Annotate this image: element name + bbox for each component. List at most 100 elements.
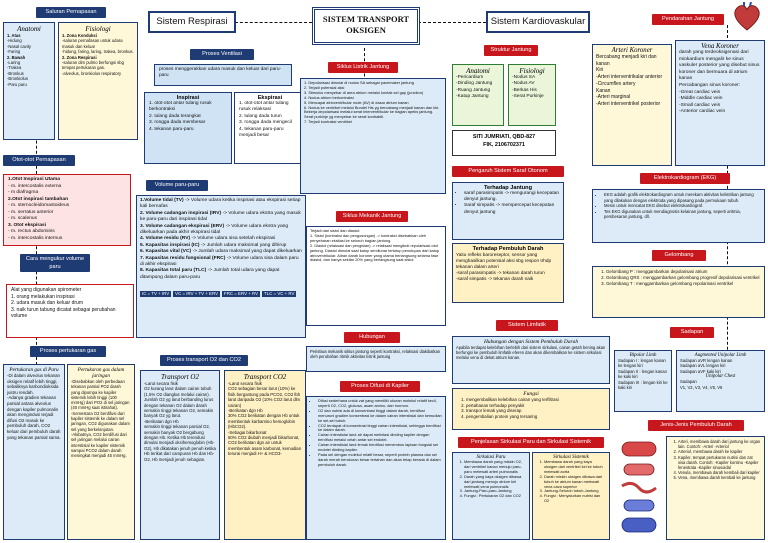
transport-co2-text: -Larut secara fisik CO2 sebagian besar l… <box>228 381 302 457</box>
gelombang-item: Gelombang T : menggambarkan gelombang re… <box>606 281 761 287</box>
heart-icon <box>730 2 764 32</box>
saluran-anatomi-item: -Laring <box>7 60 21 66</box>
pendarahan-header: Pendarahan Jantung <box>652 14 724 25</box>
pembuluh-item: Arteri, membawa darah dari jantung ke or… <box>678 439 761 449</box>
struktur-anatomi-item: -Katup Jantung <box>456 94 489 100</box>
sirkulasi-paru-item: Membawa darah yang miskin O2, dari ventr… <box>464 459 526 475</box>
saluran-fisiologi-title: Fisiologi <box>85 25 111 33</box>
saluran-anatomi-item: -Bronkiolus <box>7 76 28 82</box>
struktur-fisiologi-box: Fisiologi -Nodus SA-Nodus AV-Berkas His-… <box>508 64 556 126</box>
volume-item: 7. Kapasitas residu fungsional (FRC) -> … <box>140 255 299 268</box>
siklus-listrik-item: 7. Terjadi kontraksi ventrikel <box>304 119 352 125</box>
ekg-box: EKG adalah grafik elektrokardiogram untu… <box>592 189 765 243</box>
gelombang-header: Gelombang <box>652 250 706 261</box>
volume-item: 2. Volume cadangan inspirasi (IRV) -> Vo… <box>140 210 301 223</box>
transport-co2-box: Transport CO2 -Larut secara fisik CO2 se… <box>224 370 306 540</box>
sadapan-bipolar-text: Sadapan I : lengan kanan ke lengan kiri … <box>618 358 668 391</box>
sirkulasi-sistemik-list: Membawa darah yang kaya oksigen dari ven… <box>536 459 606 504</box>
volume-item: 8. Kapasitas total paru (TLC) -> Jumlah … <box>140 268 280 280</box>
saluran-fisiologi-item: -saluran dim pulmo berfungsi sbg tempat … <box>62 60 124 71</box>
ventilasi-header: Proses Ventilasi <box>190 49 254 60</box>
sadapan-augmented-title: Augmented Unipolar Limb <box>694 353 747 358</box>
saraf-jantung-list: saraf parasimpatis -> mengurangi kecepat… <box>456 191 560 216</box>
otot-header: Otot-otot Pernapasan <box>3 155 75 166</box>
otot-item: - m. scalenus <box>8 216 38 221</box>
siklus-listrik-item: 6. Nodus ke ventrikel melalui Bundel His… <box>304 104 440 120</box>
struktur-anatomi-item: -Ruang Jantung <box>456 87 491 93</box>
pertukaran-paru-text: -Di dalam alveolus tekanan oksigen relat… <box>7 373 61 440</box>
difusi-list: Difusi sederhana untuk zat yang memiliki… <box>310 398 442 468</box>
inspirasi-item: 1. otot-otot antar tulang rusuk berkontr… <box>149 101 212 113</box>
siklus-mekanik-box: Terjadi dari sistol dan diastol: 1. Sist… <box>306 226 446 326</box>
saluran-anatomi-item: 2. Bawah <box>7 54 26 60</box>
vena-koroner-title: Vena Koroner <box>701 43 739 50</box>
ekg-item: EKG adalah grafik elektrokardiogram untu… <box>604 192 761 203</box>
ekspirasi-item: 4. tekanan paru-paru menjadi besar <box>239 126 284 139</box>
ekg-list: EKG adalah grafik elektrokardiogram untu… <box>596 192 761 220</box>
arteri-koroner-text: Bercabang menjadi kiri dan kanan Kiri -A… <box>596 54 663 107</box>
transport-o2-text: -Larut secara fisik O2 kurang larut dala… <box>144 381 216 462</box>
volume-formula: VC = IRV + TV + ERV <box>173 291 221 298</box>
difusi-box: Difusi sederhana untuk zat yang memiliki… <box>306 396 446 540</box>
saluran-fisiologi-item: -saluran pernafasan untuk udara masuk da… <box>62 38 123 49</box>
sirkulasi-sistemik-title: Sirkulasi Sistemik <box>553 455 589 460</box>
siklus-listrik-item: 2. Terjadi potensial aksi <box>304 84 345 90</box>
transport-o2-title: Transport O2 <box>161 373 199 381</box>
sirkulasi-sistemik-box: Sirkulasi Sistemik Membawa darah yang ka… <box>532 452 610 540</box>
connector-line <box>230 22 312 23</box>
struktur-fisiologi-list: -Nodus SA-Nodus AV-Berkas His-Serat Purk… <box>512 75 552 101</box>
pembuluh-item: Venula, membawa darah kembali dari kapil… <box>678 470 761 475</box>
siklus-listrik-item: 1. Depolarisasi dimulai di nodus SA seba… <box>304 80 414 85</box>
saraf-pembuluh-item: -saraf parasimpatis -> tekanan darah tur… <box>456 270 545 275</box>
difusi-header: Proses Difusi di Kapiler <box>340 381 420 392</box>
pembuluh-box: Arteri, membawa darah dari jantung ke or… <box>666 436 765 540</box>
pertukaran-paru-box: Pertukaran gas di Paru -Di dalam alveolu… <box>3 364 65 540</box>
sirkulasi-sistemik-item: Darah miskin oksigen dibawa dari tubuh k… <box>544 474 606 490</box>
hubungan-text: Peristiwa mekanik siklus jantung seperti… <box>310 349 441 360</box>
saluran-fisiologi-item: 2. Zona Respirasi <box>62 54 97 60</box>
limfatik-fungsi-box: Fungsi mengembalikan kelebihan cairan ya… <box>452 388 610 430</box>
difusi-item: Difusi sederhana untuk zat yang memiliki… <box>318 398 442 409</box>
transport-co2-title: Transport CO2 <box>243 373 287 381</box>
gelombang-box: Gelombang P : menggambarkan depolarisasi… <box>592 266 765 318</box>
inspirasi-item: 3. rongga dada membesar <box>149 120 206 126</box>
hubungan-box: Peristiwa mekanik siklus jantung seperti… <box>306 346 446 372</box>
arteri-koroner-title: Arteri Koroner <box>611 47 653 54</box>
limfatik-hubungan-box: Hubungan dengan Sistem Pembuluh Darah Ap… <box>452 336 610 384</box>
volume-item: 3. Volume cadangan ekspirasi (ERV) -> Vo… <box>140 223 289 236</box>
author-line2: FIK, 2106702371 <box>483 141 525 148</box>
struktur-fisiologi-item: -Serat Purkinje <box>512 94 544 100</box>
struktur-fisiologi-title: Fisiologi <box>519 67 545 75</box>
sirkulasi-paru-item: Fungsi : Pertukaran O2 dan CO2 <box>464 493 526 499</box>
struktur-fisiologi-item: -Berkas His <box>512 87 537 93</box>
sirkulasi-paru-title: Sirkulasi Paru <box>476 455 506 460</box>
saraf-pembuluh-list: Yaitu refleks baroreseptor, sensor yang … <box>456 252 560 282</box>
ekg-item: Mesin untuk mencatat EKG disebut elektro… <box>604 203 761 209</box>
saluran-header: Saluran Pernapasan <box>36 7 106 18</box>
limfatik-hubungan-title: Hubungan dengan Sistem Pembuluh Darah <box>483 339 579 345</box>
ekspirasi-box: Ekspirasi 1. otot-otot antar tulang rusu… <box>234 92 306 164</box>
vena-koroner-text: darah yang terdeoksigenasi dari miokardi… <box>679 50 760 115</box>
saluran-anatomi: Anatomi 1. Atas-Hidung-Nasal cavity-Fari… <box>3 22 55 140</box>
limfatik-fungsi-item: pengembalian protein yang tersaring <box>466 414 606 420</box>
title-transport-oksigen: SISTEM TRANSPORT OKSIGEN <box>312 7 420 45</box>
volume-list: 1.Volume tidal (TV) -> Volume udara keti… <box>140 198 302 281</box>
siklus-listrik-header: Siklus Listrik Jantung <box>328 62 398 73</box>
otot-item: - m diafragma <box>8 190 39 195</box>
author-box: SITI JUMRIATI, QBD-827 FIK, 2106702371 <box>452 130 556 156</box>
gelombang-list: Gelombang P : menggambarkan depolarisasi… <box>596 269 761 287</box>
struktur-anatomi-list: -Pericardium-Dinding Jantung-Ruang Jantu… <box>456 75 500 101</box>
volume-formula: TLC = VC + RV <box>262 291 297 298</box>
ekspirasi-title: Ekspirasi <box>257 95 283 101</box>
otot-item: 2.Otot inspirasi tambahan <box>8 196 69 202</box>
siklus-listrik-item: 4. Nodus atrium berkontraksi <box>304 94 354 100</box>
volume-formula: IC = TV + IRV <box>140 291 172 298</box>
sirkulasi-paru-list: Membawa darah yang miskin O2, dari ventr… <box>456 459 526 499</box>
struktur-anatomi-item: -Pericardium <box>456 75 484 80</box>
title-center-line2: OKSIGEN <box>346 25 386 35</box>
difusi-item: Cairan interstisial larut lemak berdifus… <box>318 442 442 453</box>
transport-header: Proses transport O2 dan CO2 <box>160 355 248 366</box>
